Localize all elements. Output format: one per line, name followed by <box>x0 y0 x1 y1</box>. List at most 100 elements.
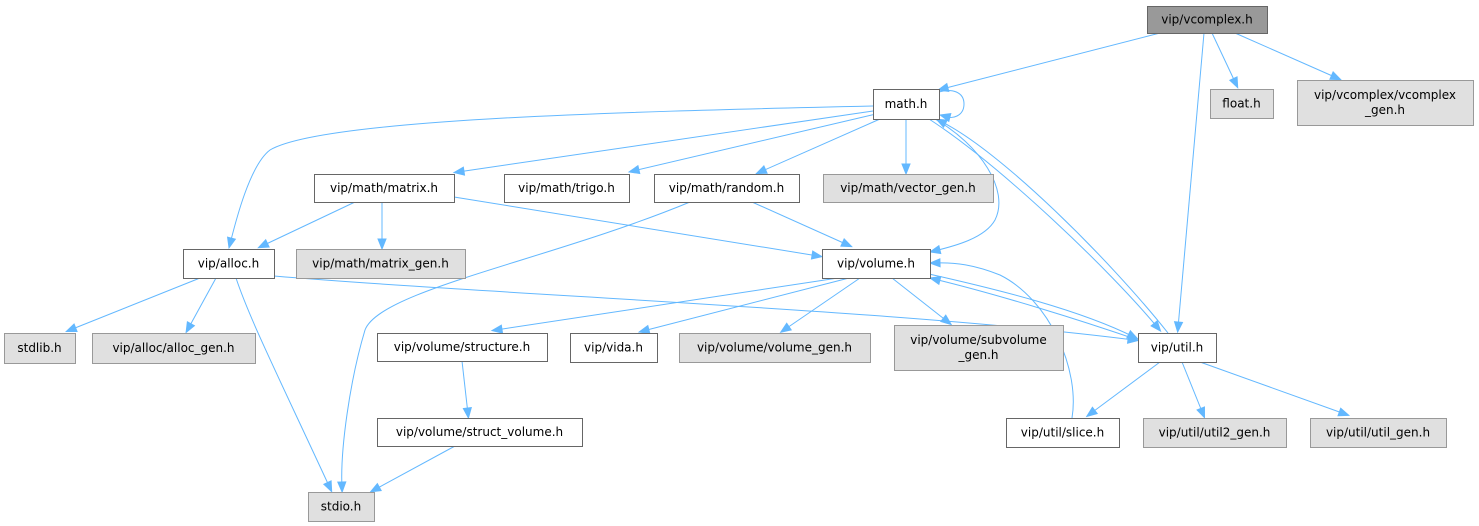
node-label: float.h <box>1222 97 1260 111</box>
arrowhead-icon <box>810 250 824 260</box>
edge-line <box>1199 361 1346 415</box>
edge-math-to-random <box>755 118 881 175</box>
node-box <box>92 333 256 364</box>
edge-volume-to-volume_gen <box>779 277 861 334</box>
node-box <box>183 249 275 279</box>
edge-line <box>941 32 1161 90</box>
edge-volume-to-subvolume_gen <box>891 277 953 326</box>
arrowhead-icon <box>462 407 472 420</box>
node-label: vip/volume/structure.h <box>394 340 530 354</box>
node-structure[interactable]: vip/volume/structure.h <box>377 333 548 362</box>
node-box <box>377 333 548 362</box>
node-subvolume-gen: vip/volume/subvolume_gen.h <box>894 325 1064 371</box>
edge-structure-to-struct_volume <box>461 360 472 420</box>
node-box <box>1138 333 1217 363</box>
node-label: stdio.h <box>321 500 361 514</box>
arrowhead-icon <box>322 480 333 493</box>
node-float: float.h <box>1210 89 1274 119</box>
node-util[interactable]: vip/util.h <box>1138 333 1217 363</box>
edge-line <box>69 277 201 331</box>
arrowhead-icon <box>1337 407 1351 417</box>
edge-line <box>642 277 850 332</box>
edge-math-to-vector_gen <box>901 119 911 176</box>
node-vcomplex-gen: vip/vcomplex/vcomplex_gen.h <box>1297 80 1474 126</box>
node-box <box>1147 6 1268 34</box>
node-box <box>504 174 630 203</box>
node-trigo[interactable]: vip/math/trigo.h <box>504 174 630 203</box>
edge-line <box>229 105 874 245</box>
node-struct-volume[interactable]: vip/volume/struct_volume.h <box>377 418 583 447</box>
edge-volume-to-structure <box>490 277 839 334</box>
arrowhead-icon <box>1329 71 1342 81</box>
edge-line <box>933 262 1074 419</box>
edge-line <box>938 90 965 118</box>
node-label: stdlib.h <box>17 341 61 355</box>
edge-alloc-to-stdlib <box>65 277 201 332</box>
edge-util-to-util_gen <box>1199 361 1351 417</box>
node-vida[interactable]: vip/vida.h <box>570 333 658 363</box>
arrowhead-icon <box>840 238 853 248</box>
arrowhead-icon <box>1085 406 1099 418</box>
node-label: vip/alloc.h <box>198 257 259 271</box>
arrowhead-icon <box>637 324 651 334</box>
edge-line <box>632 113 877 172</box>
edge-util-to-math <box>935 118 1169 334</box>
edge-vcomplex-to-math <box>936 32 1161 92</box>
edge-math-to-matrix <box>452 110 874 176</box>
node-label: vip/math/vector_gen.h <box>840 181 976 195</box>
edge-matrix-to-matrix_gen <box>377 202 387 251</box>
arrowhead-icon <box>257 238 270 249</box>
node-label: vip/math/trigo.h <box>518 181 615 195</box>
node-box <box>679 333 871 363</box>
edge-line <box>759 118 881 173</box>
node-box <box>1006 418 1120 448</box>
edge-line <box>453 196 819 257</box>
arrowhead-icon <box>901 163 911 176</box>
node-slice[interactable]: vip/util/slice.h <box>1006 418 1120 448</box>
node-box <box>570 333 658 363</box>
edge-line <box>1089 361 1161 415</box>
node-box <box>1143 418 1287 448</box>
arrowhead-icon <box>1173 321 1184 334</box>
edge-line <box>457 110 874 173</box>
edge-alloc-to-alloc_gen <box>185 277 217 334</box>
edge-math-to-volume <box>928 118 1000 255</box>
edge-vcomplex-to-float <box>1211 32 1239 89</box>
arrowhead-icon <box>627 164 641 175</box>
node-stdio: stdio.h <box>308 492 375 522</box>
edges-layer <box>65 32 1351 494</box>
edge-line <box>1181 361 1204 415</box>
edge-vcomplex-to-util <box>1173 32 1205 334</box>
arrowhead-icon <box>185 321 196 334</box>
node-vcomplex[interactable]: vip/vcomplex.h <box>1147 6 1268 34</box>
node-label: vip/vida.h <box>584 341 643 355</box>
node-util-gen: vip/util/util_gen.h <box>1310 418 1447 448</box>
node-alloc-gen: vip/alloc/alloc_gen.h <box>92 333 256 364</box>
edge-line <box>261 201 356 247</box>
node-label: math.h <box>885 97 928 111</box>
edge-volume-to-vida <box>637 277 850 334</box>
arrowhead-icon <box>337 481 347 494</box>
edge-math-to-util <box>928 118 1162 333</box>
node-math[interactable]: math.h <box>873 89 940 120</box>
arrowhead-icon <box>928 244 942 255</box>
node-label: vip/util/util_gen.h <box>1326 426 1430 440</box>
node-vector-gen: vip/math/vector_gen.h <box>823 174 994 203</box>
edge-random-to-stdio <box>337 201 691 494</box>
node-random[interactable]: vip/math/random.h <box>654 174 800 203</box>
edge-line <box>751 201 849 246</box>
node-volume[interactable]: vip/volume.h <box>822 249 931 279</box>
arrowhead-icon <box>928 275 942 286</box>
node-util2-gen: vip/util/util2_gen.h <box>1143 418 1287 448</box>
node-alloc[interactable]: vip/alloc.h <box>183 249 275 279</box>
edge-line <box>1234 32 1338 79</box>
edge-line <box>341 201 691 489</box>
node-label: vip/util/slice.h <box>1021 426 1104 440</box>
arrowhead-icon <box>1150 319 1162 333</box>
edge-line <box>235 277 331 489</box>
edge-line <box>928 118 1159 329</box>
node-matrix[interactable]: vip/math/matrix.h <box>314 174 455 203</box>
edge-matrix-to-alloc <box>257 201 356 249</box>
node-box <box>377 418 583 447</box>
